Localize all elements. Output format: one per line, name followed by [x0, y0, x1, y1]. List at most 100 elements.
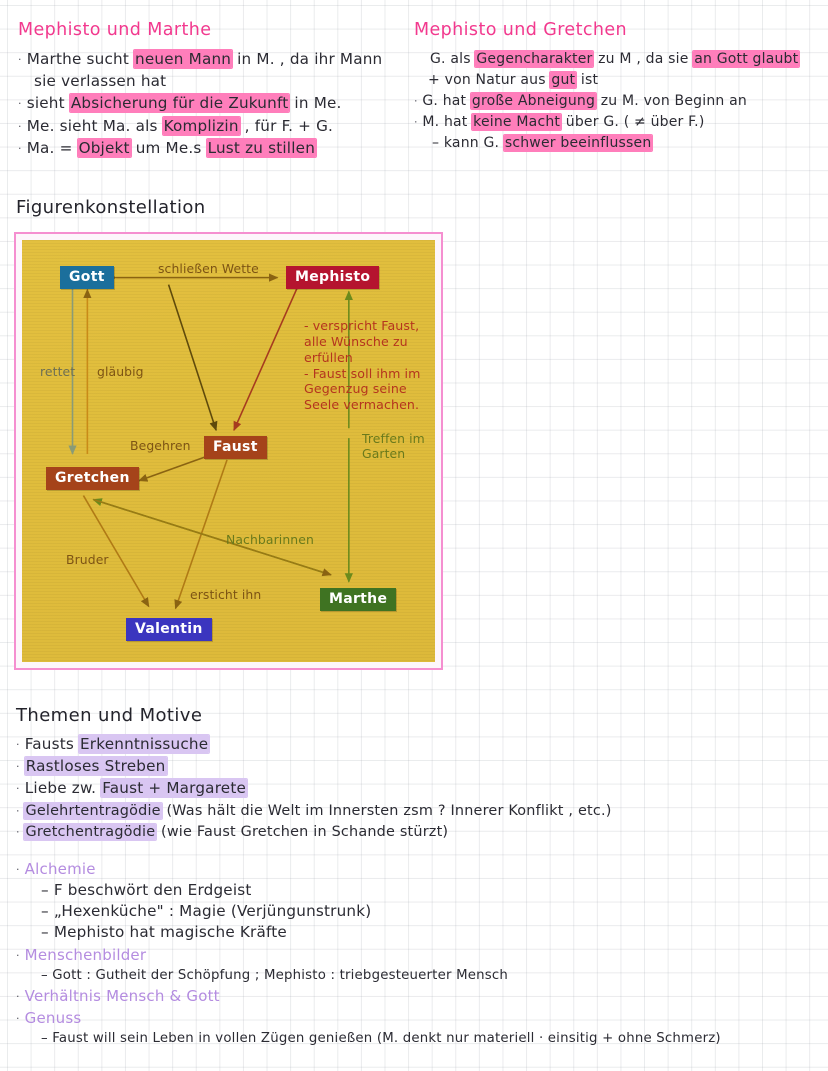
mg-item-1: G. als Gegencharakter zu M , da sie an G…	[414, 51, 800, 67]
bullet-dot: ·	[16, 825, 20, 839]
themen-item-1: · Fausts Erkenntnissuche	[16, 735, 612, 753]
figurenkonstellation-diagram: Gott Mephisto Faust Gretchen Valentin Ma…	[14, 232, 443, 670]
mm-item-2: · sieht Absicherung für die Zukunft in M…	[18, 94, 382, 113]
edge-gott-faust	[167, 284, 218, 432]
mg-item-3-pre: M. hat	[422, 114, 473, 130]
motive-group-4-title: Genuss	[24, 1008, 82, 1027]
bullet-dot: ·	[16, 989, 20, 1003]
mm-item-3: · Me. sieht Ma. als Komplizin , für F. +…	[18, 116, 382, 135]
dash-marker: –	[41, 1030, 53, 1046]
diagram-note-mephisto-pact: - verspricht Faust, alle Wünsche zu erfü…	[304, 318, 421, 413]
dash-marker: –	[41, 881, 54, 899]
mm-item-2-post: in Me.	[289, 94, 342, 113]
mm-item-1-pre: Marthe sucht	[26, 50, 135, 68]
motive-group-4-title-row: · Genuss	[16, 1008, 721, 1027]
mm-item-1-post: in M. , da ihr Mann	[232, 50, 383, 68]
mm-item-4-mid: um Me.s	[130, 138, 207, 157]
themen-item-3: · Liebe zw. Faust + Margarete	[16, 779, 612, 798]
diagram-edges	[68, 273, 353, 610]
section-themen-und-motive: Themen und Motive · Fausts Erkenntnissuc…	[16, 705, 612, 841]
edge-gretchen-valentin-bruder	[82, 495, 150, 608]
dash-marker: –	[41, 967, 53, 983]
mg-item-3-sub-highlight: schwer beeinflussen	[503, 135, 653, 151]
mg-item-2-pre: G. hat	[422, 93, 471, 109]
mg-item-1-cont: + von Natur aus gut ist	[414, 72, 799, 88]
motive-group-4-sub-1-text: Faust will sein Leben in vollen Zügen ge…	[52, 1030, 721, 1046]
mm-item-4: · Ma. = Objekt um Me.s Lust zu stillen	[18, 138, 382, 157]
mm-item-2-highlight: Absicherung für die Zukunft	[69, 94, 290, 113]
diagram-node-marthe[interactable]: Marthe	[320, 588, 397, 611]
mg-item-3-sub: – kann G. schwer beeinflussen	[414, 135, 799, 151]
bullet-dot: ·	[16, 738, 20, 751]
mg-item-2-highlight: große Abneigung	[470, 93, 597, 109]
themen-item-2-highlight: Rastloses Streben	[24, 757, 167, 776]
motive-group-2-sub-1: – Gott : Gutheit der Schöpfung ; Mephist…	[16, 967, 721, 983]
bullet-dot: ·	[18, 141, 22, 155]
mm-item-4-highlight-1: Objekt	[77, 138, 131, 157]
motive-group-3-title: Verhältnis Mensch & Gott	[24, 986, 220, 1005]
mm-item-3-highlight: Komplizin	[162, 116, 240, 135]
motive-group-1-title-row: · Alchemie	[16, 862, 721, 877]
edge-label-glaeubig: gläubig	[97, 364, 144, 379]
mm-item-3-post: , für F. + G.	[239, 116, 334, 135]
mg-item-1-cont-pre: + von Natur aus	[428, 72, 551, 88]
diagram-node-mephisto[interactable]: Mephisto	[286, 266, 380, 289]
section-mephisto-marthe: Mephisto und Marthe · Marthe sucht neuen…	[18, 20, 383, 157]
mm-item-2-pre: sieht	[26, 94, 70, 113]
mg-item-1-highlight-1: Gegencharakter	[475, 51, 594, 67]
bullet-dot: ·	[414, 94, 418, 108]
mm-item-3-pre: Me. sieht Ma. als	[26, 116, 163, 135]
edge-faust-gretchen-begehren	[137, 452, 217, 482]
motive-group-3-title-row: · Verhältnis Mensch & Gott	[16, 986, 721, 1005]
themen-item-1-pre: Fausts	[24, 735, 80, 753]
bullet-dot: ·	[18, 97, 22, 111]
mg-item-3-post: über G. ( ≠ über F.)	[561, 114, 705, 130]
mephisto-gretchen-heading: Mephisto und Gretchen	[414, 20, 627, 40]
edge-label-nachbarinnen: Nachbarinnen	[226, 532, 314, 547]
mm-item-4-pre: Ma. =	[26, 138, 78, 157]
diagram-node-valentin[interactable]: Valentin	[126, 618, 212, 641]
figurenkonstellation-heading: Figurenkonstellation	[16, 197, 206, 218]
mephisto-marthe-heading: Mephisto und Marthe	[18, 20, 212, 40]
mm-item-1: · Marthe sucht neuen Mann in M. , da ihr…	[18, 50, 383, 68]
motive-group-1-title: Alchemie	[24, 860, 96, 878]
themen-item-5: · Gretchentragödie (wie Faust Gretchen i…	[16, 824, 612, 841]
mm-item-1-cont: sie verlassen hat	[34, 72, 167, 91]
themen-item-3-highlight: Faust + Margarete	[101, 779, 248, 798]
bullet-dot: ·	[16, 863, 20, 876]
edge-label-begehren: Begehren	[130, 438, 191, 453]
diagram-canvas: Gott Mephisto Faust Gretchen Valentin Ma…	[22, 240, 435, 662]
edge-mephisto-faust	[233, 287, 299, 432]
themen-item-3-pre: Liebe zw.	[24, 779, 102, 798]
diagram-node-gretchen[interactable]: Gretchen	[46, 467, 139, 490]
bullet-dot: ·	[16, 1011, 20, 1025]
edge-label-rettet: rettet	[40, 364, 76, 379]
mm-item-1-highlight: neuen Mann	[134, 50, 233, 68]
mg-item-1-highlight-2: an Gott glaubt	[693, 51, 800, 67]
mg-item-3-highlight: keine Macht	[472, 114, 562, 130]
bullet-dot: ·	[18, 119, 22, 133]
mg-item-2-post: zu M. von Beginn an	[596, 93, 747, 109]
themen-item-4-post: (Was hält die Welt im Innersten zsm ? In…	[161, 802, 612, 819]
bullet-dot: ·	[16, 782, 20, 796]
motive-group-1-sub-1-text: F beschwört den Erdgeist	[53, 881, 252, 899]
mm-item-4-highlight-2: Lust zu stillen	[206, 138, 317, 157]
edge-label-schliessen-wette: schließen Wette	[158, 261, 259, 276]
edge-label-bruder: Bruder	[66, 552, 109, 567]
mg-item-1-mid: zu M , da sie	[593, 51, 694, 67]
motive-group-4-sub-1: – Faust will sein Leben in vollen Zügen …	[16, 1032, 721, 1045]
bullet-dot: ·	[18, 53, 22, 66]
diagram-node-faust[interactable]: Faust	[204, 436, 267, 459]
mg-item-1-pre: G. als	[430, 51, 476, 67]
mg-item-1-cont-post: ist	[576, 72, 599, 88]
mg-item-3-sub-pre: – kann G.	[432, 135, 504, 151]
mg-item-1-cont-highlight: gut	[550, 72, 577, 88]
bullet-dot: ·	[16, 948, 20, 962]
motive-group-1-sub-2: – „Hexenküche" : Magie (Verjüngunstrunk)	[16, 904, 721, 919]
edge-gretchen-marthe-nachbarinnen-b	[93, 498, 332, 577]
mg-item-2: · G. hat große Abneigung zu M. von Begin…	[414, 93, 799, 109]
diagram-node-gott[interactable]: Gott	[60, 266, 114, 289]
mg-item-3: · M. hat keine Macht über G. ( ≠ über F.…	[414, 114, 799, 130]
motive-group-1-sub-1: – F beschwört den Erdgeist	[16, 881, 721, 899]
